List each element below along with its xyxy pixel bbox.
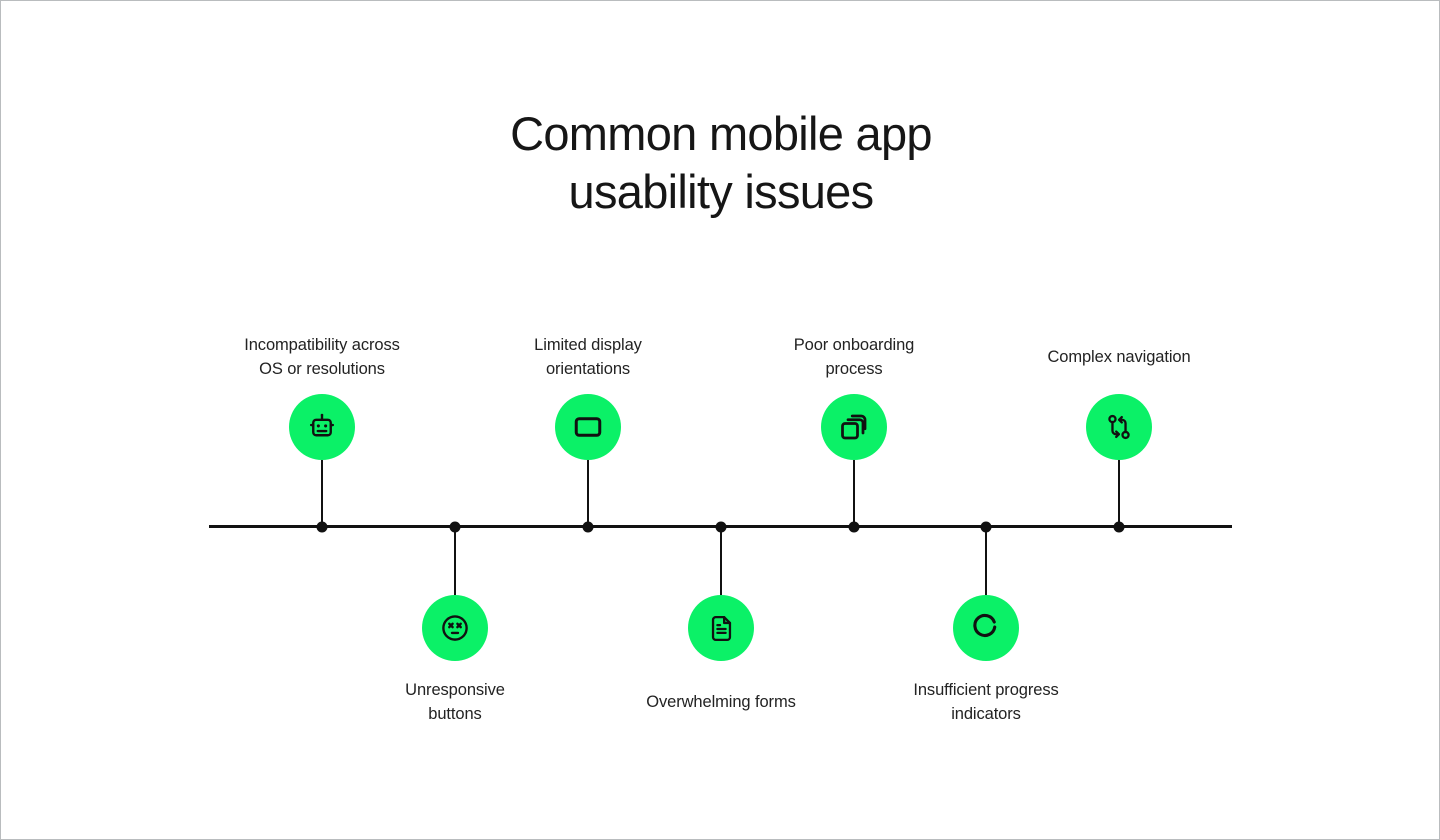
- git-compare-icon: [1108, 414, 1130, 440]
- page-title: Common mobile app usability issues: [510, 107, 932, 218]
- robot-icon: [309, 413, 335, 437]
- timeline-item-label: Insufficient progress indicators: [913, 681, 1059, 723]
- stacked-cards-icon: [841, 414, 867, 440]
- timeline-item-label: Overwhelming forms: [646, 693, 796, 711]
- timeline-connector: [321, 460, 323, 528]
- timeline-connector: [853, 460, 855, 528]
- timeline-icon-bubble[interactable]: [688, 595, 754, 661]
- timeline-connector: [587, 460, 589, 528]
- timeline-connector: [454, 526, 456, 595]
- timeline-connector: [985, 526, 987, 595]
- timeline-connector: [720, 526, 722, 595]
- timeline-icon-bubble[interactable]: [821, 394, 887, 460]
- timeline-item-label: Unresponsive buttons: [405, 681, 505, 723]
- dizzy-face-icon: [442, 615, 468, 641]
- timeline-icon-bubble[interactable]: [555, 394, 621, 460]
- timeline-item-label: Poor onboarding process: [793, 336, 915, 378]
- timeline-item-label: Incompatibility across OS or resolutions: [244, 336, 400, 378]
- timeline-icon-bubble[interactable]: [1086, 394, 1152, 460]
- timeline-item-label: Limited display orientations: [534, 336, 642, 378]
- document-icon: [711, 615, 731, 641]
- spinner-icon: [973, 613, 997, 637]
- timeline-icon-bubble[interactable]: [422, 595, 488, 661]
- timeline-connector: [1118, 460, 1120, 528]
- timeline-icon-bubble[interactable]: [953, 595, 1019, 661]
- timeline-item-label: Complex navigation: [1047, 348, 1191, 366]
- display-icon: [574, 417, 602, 437]
- timeline-icon-bubble[interactable]: [289, 394, 355, 460]
